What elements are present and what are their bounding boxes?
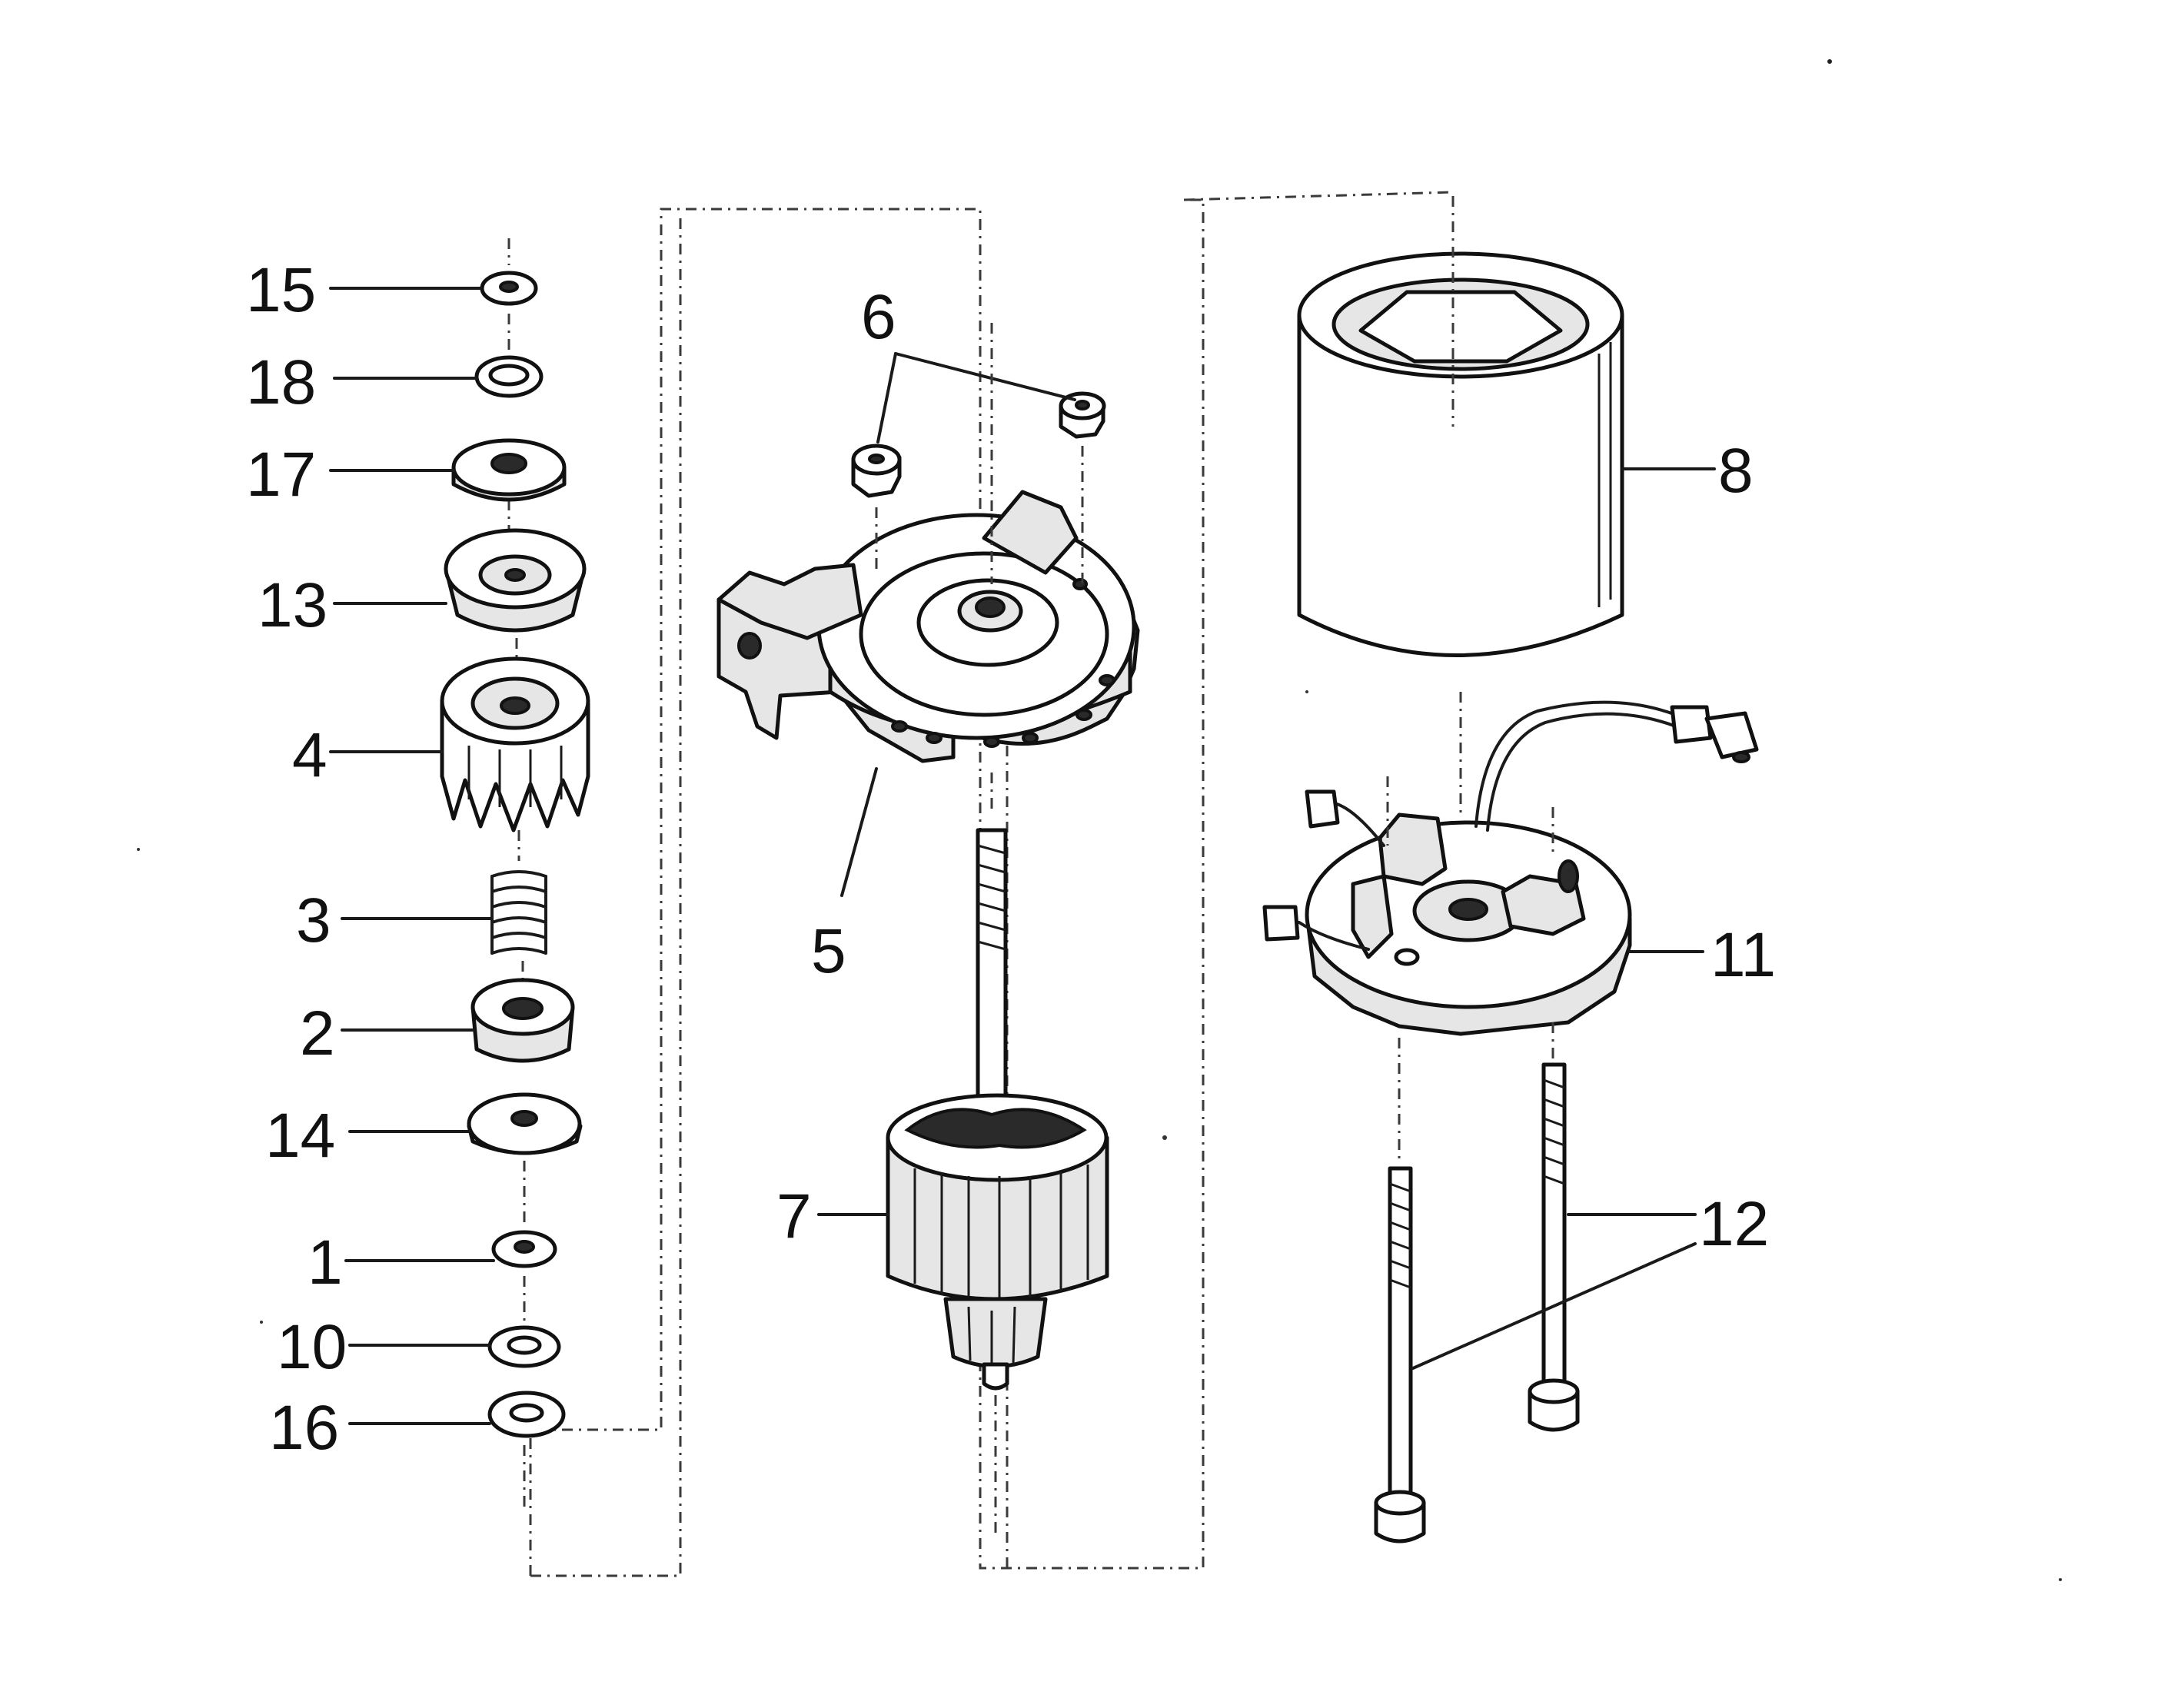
part-6-nuts	[851, 391, 1106, 584]
left-leader-lines	[329, 287, 495, 1425]
part-15-nut	[480, 271, 538, 306]
part-5-drive-end-housing	[716, 490, 1140, 763]
scan-specks	[137, 59, 2062, 1581]
part-5-leader-line	[840, 767, 878, 897]
part-13-cup	[444, 528, 587, 633]
label-8: 8	[1718, 436, 1754, 506]
label-15: 15	[246, 255, 316, 325]
label-5: 5	[811, 916, 846, 986]
label-17: 17	[246, 440, 316, 510]
part-11-brush-plate	[1262, 700, 1759, 1036]
label-13: 13	[258, 570, 327, 640]
label-4: 4	[292, 720, 327, 790]
part-12-through-bolts	[1374, 1022, 1580, 1544]
part-17-cap	[451, 438, 567, 502]
label-6: 6	[861, 282, 896, 352]
part-2-collar	[470, 978, 575, 1063]
part-1-nut	[491, 1230, 557, 1268]
part-18-washer	[474, 355, 544, 398]
label-1: 1	[308, 1228, 343, 1298]
part-labels: 15 18 17 13 4 3 2 14 1 10 16 6 5 7 8 11 …	[246, 255, 1776, 1463]
part-7-armature	[886, 828, 1109, 1537]
label-11: 11	[1711, 920, 1776, 990]
part-4-pinion-gear	[440, 656, 590, 832]
label-16: 16	[269, 1393, 339, 1463]
part-16-washer	[487, 1391, 566, 1438]
label-3: 3	[296, 886, 331, 955]
label-7: 7	[776, 1181, 812, 1251]
part-14-stop-washer	[467, 1092, 583, 1155]
label-12: 12	[1699, 1189, 1769, 1259]
label-14: 14	[265, 1101, 335, 1171]
part-3-spring	[490, 870, 547, 955]
label-18: 18	[246, 347, 316, 417]
part-6-leader-lines	[876, 352, 1076, 444]
part-12-leader-lines	[1411, 1213, 1697, 1370]
label-10: 10	[277, 1312, 347, 1382]
part-10-washer	[487, 1325, 561, 1368]
label-2: 2	[300, 999, 335, 1068]
part-8-field-frame	[1297, 196, 1624, 815]
